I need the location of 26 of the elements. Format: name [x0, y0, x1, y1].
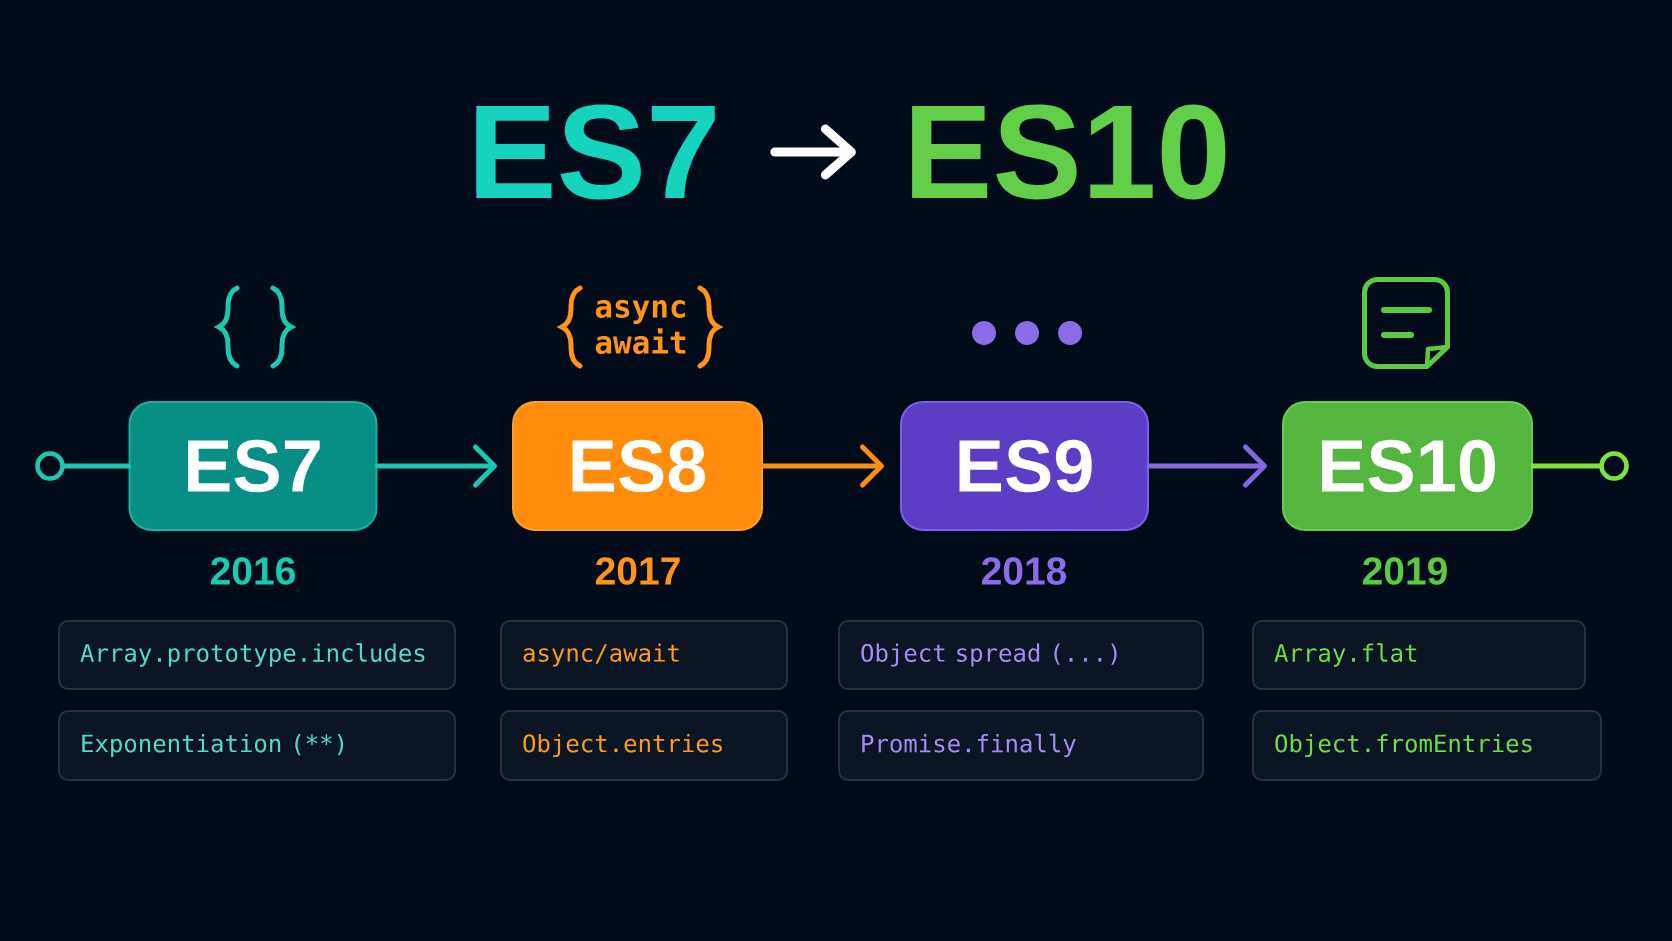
- connector-line: [62, 463, 131, 469]
- feature-box: Object.entries: [500, 710, 788, 781]
- connector-line: [1530, 463, 1602, 469]
- feature-box: Array.flat: [1252, 620, 1586, 690]
- title-text: ES10: [912, 104, 1226, 200]
- year-label: 2018: [982, 557, 1067, 585]
- feature-box: async/await: [500, 620, 788, 690]
- version-box: ES10: [1282, 401, 1533, 531]
- year-label: 2019: [1363, 557, 1447, 585]
- title-text: ES7: [476, 104, 715, 200]
- arrow: [760, 444, 884, 488]
- year-label: 2017: [596, 557, 680, 585]
- version-box: ES8: [512, 401, 763, 531]
- code-text: async await: [595, 300, 686, 354]
- arrow: [375, 444, 497, 488]
- feature-box: Object spread (...): [838, 620, 1204, 690]
- arrow: [1146, 444, 1267, 488]
- version-box: ES9: [900, 401, 1149, 531]
- feature-box: Exponentiation (**): [58, 710, 456, 781]
- feature-box: Promise.finally: [838, 710, 1204, 781]
- feature-box: Array.prototype.includes: [58, 620, 456, 690]
- year-label: 2016: [211, 557, 295, 585]
- version-box: ES7: [128, 401, 378, 531]
- end-ring: [1599, 451, 1629, 481]
- end-ring: [35, 451, 65, 481]
- feature-box: Object.fromEntries: [1252, 710, 1602, 781]
